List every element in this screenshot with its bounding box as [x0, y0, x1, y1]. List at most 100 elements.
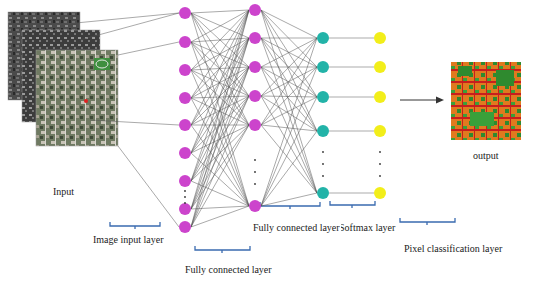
ellipsis-dot: [184, 190, 186, 192]
weight-line: [261, 67, 317, 97]
ellipsis-dot: [379, 175, 381, 177]
neuron: [249, 4, 261, 16]
neuron: [317, 125, 329, 137]
weight-line: [329, 97, 374, 98]
neuron: [179, 7, 191, 19]
weight-line: [80, 13, 179, 40]
weight-line: [191, 10, 249, 125]
weight-line: [191, 10, 249, 227]
neuron: [317, 32, 329, 44]
weight-line: [191, 67, 249, 209]
layer-bracket: [330, 201, 375, 208]
weight-line: [191, 10, 249, 209]
ellipsis-dot: [379, 151, 381, 153]
weight-line: [191, 96, 249, 125]
weight-line: [191, 10, 249, 181]
weight-line: [261, 67, 317, 193]
weight-line: [261, 38, 317, 39]
neuron: [179, 175, 191, 187]
weight-line: [191, 38, 249, 227]
weight-line: [191, 96, 249, 209]
weight-line: [261, 125, 317, 131]
neuron: [179, 64, 191, 76]
ellipsis-dot: [322, 175, 324, 177]
layer-bracket: [195, 246, 250, 253]
weight-line: [191, 10, 249, 153]
output-map: [451, 62, 521, 140]
neuron: [374, 32, 386, 44]
ellipsis-dot: [184, 196, 186, 198]
layer-label: Fully connected layer: [252, 222, 341, 234]
neuron: [179, 203, 191, 215]
weight-line: [261, 97, 317, 125]
input-image: [36, 50, 118, 146]
neuron: [249, 90, 261, 102]
neuron: [249, 61, 261, 73]
layer-bracket: [260, 202, 320, 209]
neuron: [179, 221, 191, 233]
neuron: [374, 61, 386, 73]
neuron: [179, 36, 191, 48]
output-region: [458, 66, 472, 76]
weight-line: [191, 38, 249, 209]
weight-line: [191, 206, 249, 227]
weight-line: [191, 70, 249, 125]
layer-label: Image input layer: [92, 234, 165, 246]
weight-line: [191, 125, 249, 209]
weight-line: [191, 125, 249, 153]
input-field: [94, 58, 110, 70]
neuron: [179, 119, 191, 131]
weight-line: [261, 10, 317, 97]
ellipsis-dot: [254, 159, 256, 161]
weight-line: [261, 38, 317, 131]
weight-line: [261, 125, 317, 193]
layer-label: Softmax layer: [338, 222, 396, 234]
weight-line: [261, 96, 317, 193]
input-pixel: [84, 99, 88, 103]
weight-line: [55, 13, 179, 25]
weight-line: [118, 42, 179, 55]
weight-line: [261, 67, 317, 125]
weight-line: [261, 10, 317, 67]
weight-line: [261, 38, 317, 193]
weight-line: [261, 38, 317, 125]
output-arrowhead: [436, 97, 444, 104]
neuron: [317, 61, 329, 73]
weight-line: [191, 67, 249, 227]
layer-label: Input: [52, 186, 75, 198]
weight-line: [261, 10, 317, 193]
neuron: [317, 91, 329, 103]
ellipsis-dot: [254, 171, 256, 173]
weight-line: [261, 67, 317, 206]
weight-line: [261, 10, 317, 38]
neuron: [249, 32, 261, 44]
ellipsis-dot: [379, 163, 381, 165]
ellipsis-dot: [322, 151, 324, 153]
neuron: [317, 187, 329, 199]
neuron: [179, 147, 191, 159]
neuron: [179, 92, 191, 104]
weight-line: [329, 131, 374, 132]
weight-line: [261, 97, 317, 206]
weight-line: [191, 10, 249, 13]
input-track: [96, 60, 108, 68]
ellipsis-dot: [184, 202, 186, 204]
weight-line: [261, 131, 317, 206]
weight-line: [261, 193, 317, 206]
weight-line: [191, 10, 249, 42]
layer-label: output: [472, 150, 500, 162]
ellipsis-dot: [322, 163, 324, 165]
weight-line: [329, 38, 374, 39]
output-region: [470, 112, 494, 126]
weight-line: [191, 125, 249, 227]
weight-line: [191, 70, 249, 96]
ellipsis-dot: [254, 183, 256, 185]
output-region: [496, 70, 514, 86]
weight-line: [191, 10, 249, 98]
layer-label: Fully connected layer: [184, 264, 273, 276]
neuron: [374, 91, 386, 103]
layer-label: Pixel classification layer: [403, 243, 503, 255]
weight-line: [191, 96, 249, 227]
weight-line: [118, 146, 179, 227]
weight-line: [329, 67, 374, 68]
